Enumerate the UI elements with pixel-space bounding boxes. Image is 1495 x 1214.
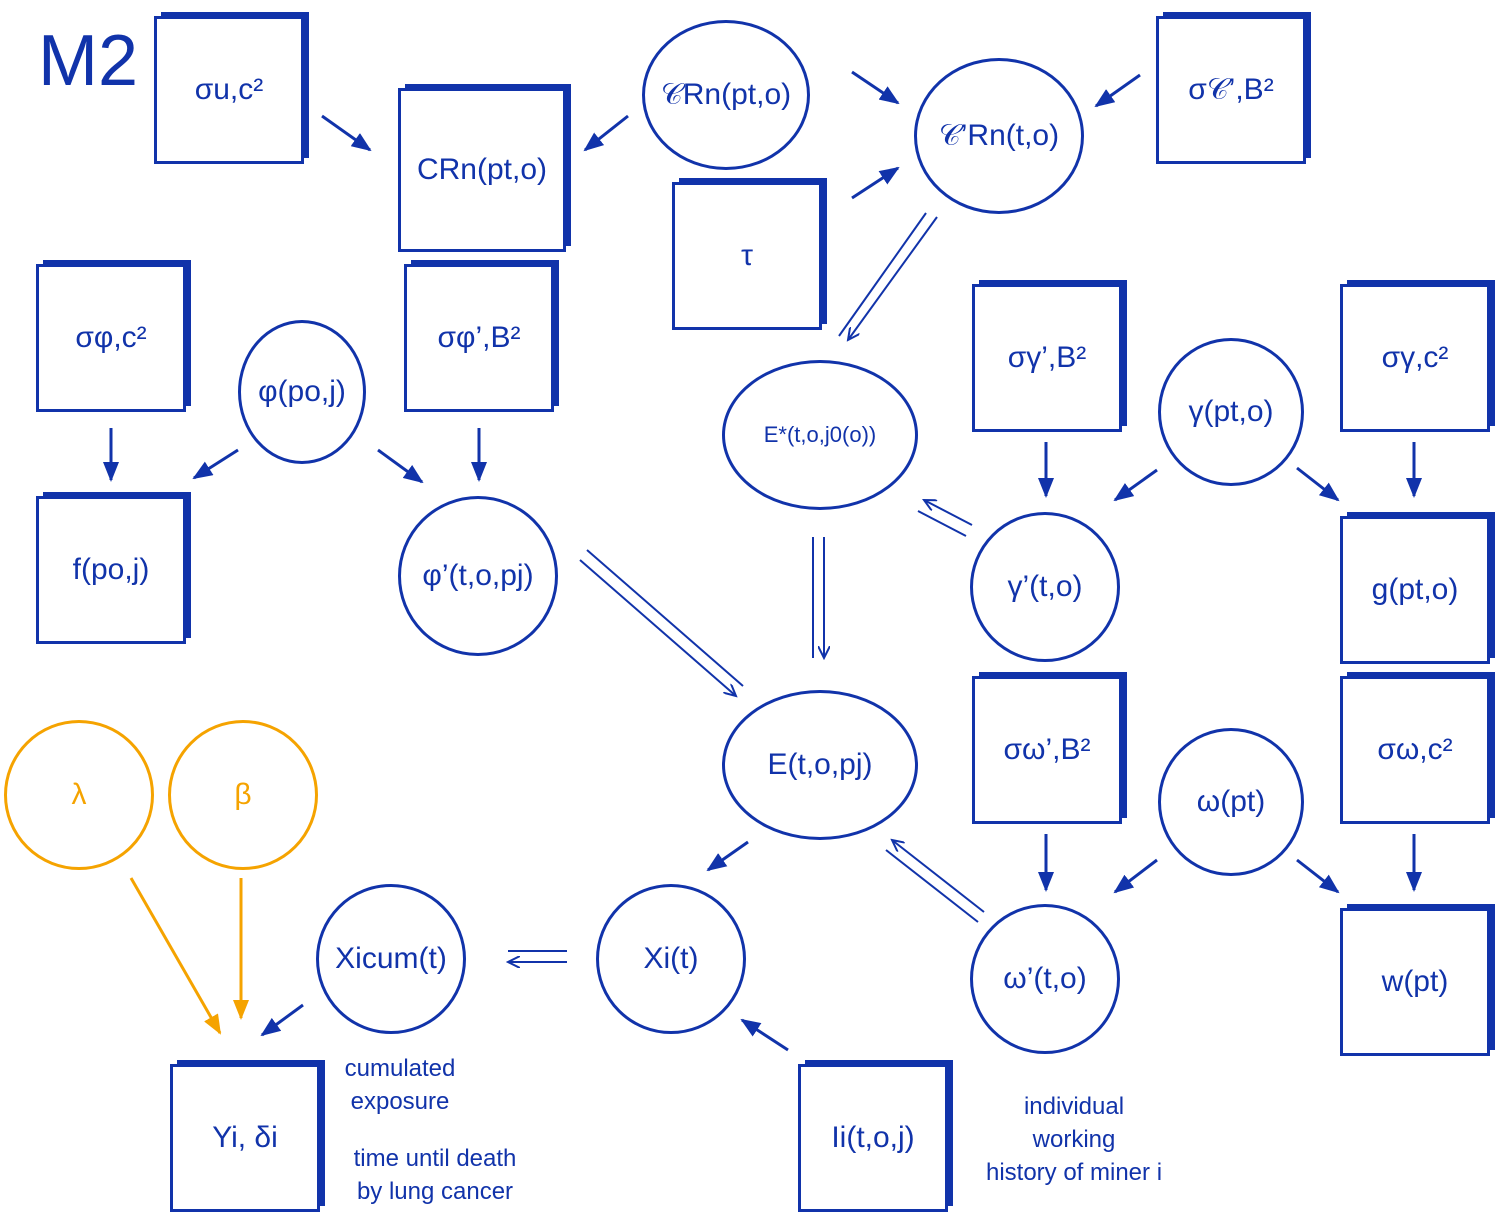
edge-omegaprime-to-E-a (892, 840, 985, 913)
edge-sigmaC-to-Cprime (1094, 73, 1141, 108)
edge-phiprime-to-E-b (579, 559, 736, 696)
node-gamma-prime: γ’(t,o) (970, 512, 1120, 662)
node-tau: τ (672, 182, 822, 330)
edge-E-to-X (706, 840, 749, 872)
edge-scriptC-to-CRn (583, 114, 629, 152)
edge-phi-to-f (192, 448, 239, 480)
note-cumulated-exposure: cumulated exposure (344, 1055, 456, 1115)
edge-gammaprime-to-Estar-b (917, 510, 967, 537)
edge-scriptC-to-Cprime (851, 70, 900, 105)
edge-tau-to-Cprime (851, 166, 900, 200)
edge-gamma-to-g (1296, 466, 1340, 502)
node-f: f(po,j) (36, 496, 186, 644)
edge-omega-to-omegaprime (1113, 858, 1158, 894)
node-sigma-u-c: σu,c² (154, 16, 304, 164)
edge-omega-to-w (1296, 858, 1340, 894)
node-w: w(pt) (1340, 908, 1490, 1056)
node-omega-prime: ω’(t,o) (970, 904, 1120, 1054)
node-phi-prime: φ’(t,o,pj) (398, 496, 558, 656)
note-time-until-death: time until death by lung cancer (353, 1145, 517, 1205)
node-X-cum: Xicum(t) (316, 884, 466, 1034)
node-C-Rn: CRn(pt,o) (398, 88, 566, 252)
node-sigma-gamma-c: σγ,c² (1340, 284, 1490, 432)
edge-Cprime-to-Estar-a (838, 212, 927, 337)
node-lambda: λ (4, 720, 154, 870)
edge-phiprime-to-E-a (586, 549, 744, 687)
node-sigma-Cprime-B: σ𝒞’,B² (1156, 16, 1306, 164)
edge-gamma-to-gammaprime (1113, 468, 1158, 502)
edge-Xcum-to-Y (260, 1003, 304, 1037)
diagram-title: M2 (38, 21, 139, 101)
node-script-C-Rn: 𝒞Rn(pt,o) (642, 20, 810, 170)
edge-omegaprime-to-E-b (885, 849, 979, 923)
node-sigma-phi-c: σφ,c² (36, 264, 186, 412)
node-E: E(t,o,pj) (722, 690, 918, 840)
node-phi: φ(po,j) (238, 320, 366, 464)
edge-Cprime-to-Estar-b (848, 216, 938, 340)
node-sigma-phiprime-B: σφ’,B² (404, 264, 554, 412)
node-script-C-prime: 𝒞’Rn(t,o) (914, 58, 1084, 214)
node-g: g(pt,o) (1340, 516, 1490, 664)
node-I: Ii(t,o,j) (798, 1064, 948, 1212)
note-individual-history: individual working history of miner i (985, 1093, 1163, 1186)
node-X: Xi(t) (596, 884, 746, 1034)
node-sigma-omega-c: σω,c² (1340, 676, 1490, 824)
edge-sigma-u-to-CRn (321, 114, 372, 152)
node-sigma-omegaprime-B: σω’,B² (972, 676, 1122, 824)
edge-phi-to-phiprime (377, 448, 424, 484)
node-beta: β (168, 720, 318, 870)
node-sigma-gammaprime-B: σγ’,B² (972, 284, 1122, 432)
edge-I-to-X (740, 1018, 789, 1052)
node-E-star: E*(t,o,j0(o)) (722, 360, 918, 510)
edge-lambda-to-Y (129, 877, 222, 1035)
node-omega: ω(pt) (1158, 728, 1304, 876)
edge-gammaprime-to-Estar-a (924, 500, 973, 526)
node-gamma: γ(pt,o) (1158, 338, 1304, 486)
node-Y: Yi, δi (170, 1064, 320, 1212)
